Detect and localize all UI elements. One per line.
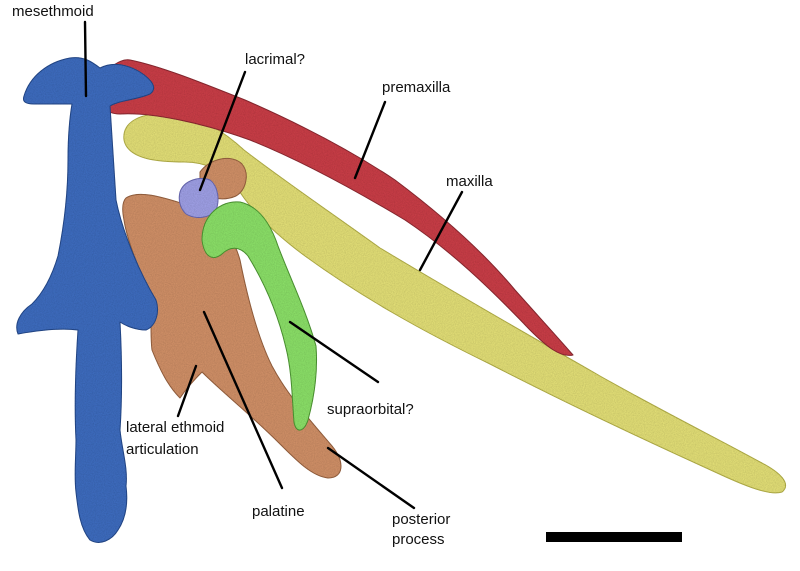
leader-maxilla — [418, 190, 464, 272]
leader-posterior-process — [326, 446, 416, 510]
scale-bar — [546, 532, 682, 542]
label-posterior-line2: process — [392, 531, 445, 548]
leader-mesethmoid — [83, 20, 88, 98]
label-lateral-ethmoid-line1: lateral ethmoid — [126, 419, 224, 436]
leader-supraorbital — [288, 320, 380, 384]
leader-lateral-ethmoid — [176, 364, 198, 418]
leader-lacrimal — [198, 70, 247, 192]
leader-premaxilla — [353, 100, 387, 180]
lacrimal-bone — [178, 178, 219, 218]
supraorbital-bone — [201, 201, 317, 431]
label-lacrimal: lacrimal? — [245, 51, 305, 68]
label-mesethmoid: mesethmoid — [12, 3, 94, 20]
mesethmoid-bone — [16, 57, 159, 543]
leader-palatine — [202, 310, 284, 490]
label-lateral-ethmoid-line2: articulation — [126, 441, 199, 458]
label-premaxilla: premaxilla — [382, 79, 451, 96]
label-supraorbital: supraorbital? — [327, 401, 414, 418]
label-maxilla: maxilla — [446, 173, 493, 190]
label-palatine: palatine — [252, 503, 305, 520]
label-posterior-line1: posterior — [392, 511, 450, 528]
